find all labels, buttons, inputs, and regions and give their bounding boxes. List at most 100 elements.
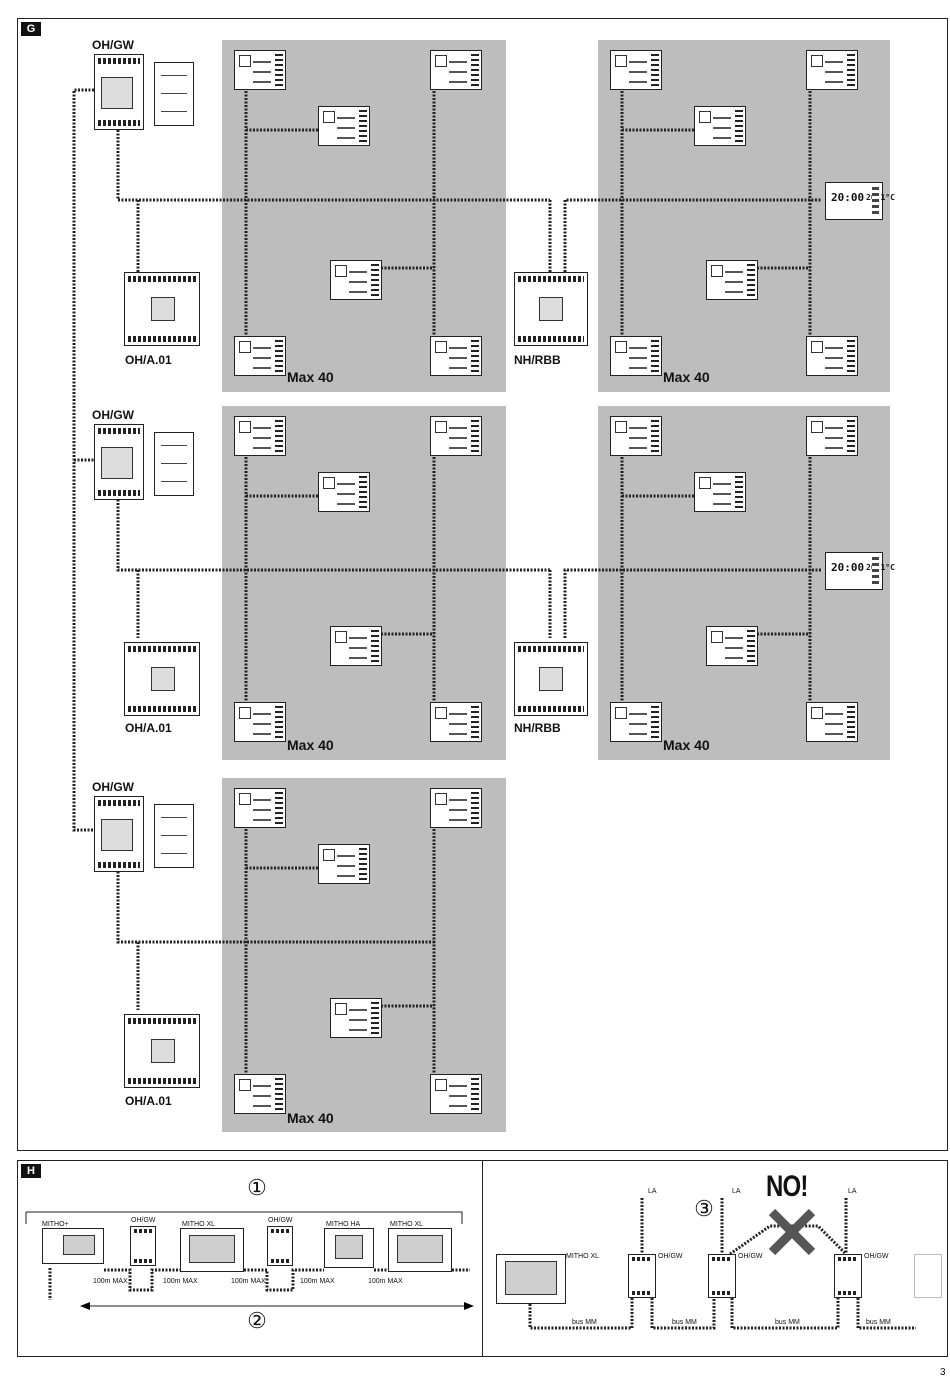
clock-temp: 20.1°C bbox=[866, 193, 895, 202]
bus-wire bbox=[116, 496, 550, 572]
repeater-label-r2: NH/RBB bbox=[514, 721, 561, 735]
actuator-module bbox=[430, 788, 482, 828]
gateway-label-r2: OH/GW bbox=[92, 408, 134, 422]
actuator-module bbox=[694, 472, 746, 512]
actuator-module bbox=[610, 336, 662, 376]
page-number: 3 bbox=[940, 1367, 946, 1378]
actuator-module bbox=[430, 50, 482, 90]
h-right-gw-label-1: OH/GW bbox=[658, 1253, 683, 1260]
amplifier-label-r1: OH/A.01 bbox=[125, 353, 172, 367]
distance-5: 100m MAX bbox=[368, 1278, 403, 1285]
repeater-r2 bbox=[514, 642, 588, 716]
bus-label-4: bus MM bbox=[866, 1319, 891, 1326]
actuator-module bbox=[706, 260, 758, 300]
actuator-module bbox=[610, 702, 662, 742]
actuator-module bbox=[330, 626, 382, 666]
actuator-module bbox=[430, 336, 482, 376]
group-limit-r2-right: Max 40 bbox=[663, 737, 710, 753]
h-right-gateway-1 bbox=[628, 1254, 656, 1298]
gateway-r3 bbox=[94, 796, 144, 872]
riser-wire bbox=[72, 88, 94, 832]
device-label-4: OH/GW bbox=[268, 1217, 293, 1224]
actuator-module bbox=[234, 702, 286, 742]
h-right-gateway-faded bbox=[914, 1254, 942, 1298]
h-bus bbox=[104, 1268, 180, 1292]
gateway-label-r1: OH/GW bbox=[92, 38, 134, 52]
actuator-module bbox=[806, 336, 858, 376]
device-label-1: MITHO+ bbox=[42, 1221, 69, 1228]
figure-g-frame bbox=[17, 18, 948, 1151]
mitho-xl-1 bbox=[180, 1228, 244, 1272]
group-limit-r2-left: Max 40 bbox=[287, 737, 334, 753]
la-label-2: LA bbox=[732, 1188, 741, 1195]
actuator-module bbox=[330, 998, 382, 1038]
h-gateway-1 bbox=[130, 1226, 156, 1266]
device-label-2: OH/GW bbox=[131, 1217, 156, 1224]
bus-wire bbox=[563, 568, 822, 638]
power-supply-r3 bbox=[154, 804, 194, 868]
bus-label-3: bus MM bbox=[775, 1319, 800, 1326]
distance-2: 100m MAX bbox=[163, 1278, 198, 1285]
figure-g-tag: G bbox=[21, 22, 41, 36]
actuator-module bbox=[430, 416, 482, 456]
group-limit-r3: Max 40 bbox=[287, 1110, 334, 1126]
power-supply-r2 bbox=[154, 432, 194, 496]
la-label-1: LA bbox=[648, 1188, 657, 1195]
distance-4: 100m MAX bbox=[300, 1278, 335, 1285]
actuator-module bbox=[234, 1074, 286, 1114]
h-gateway-2 bbox=[267, 1226, 293, 1266]
h-right-gateway-3 bbox=[834, 1254, 862, 1298]
device-label-3: MITHO XL bbox=[182, 1221, 216, 1228]
actuator-module bbox=[706, 626, 758, 666]
clock-temp: 20.1°C bbox=[866, 563, 895, 572]
arrow-left-icon bbox=[80, 1302, 90, 1310]
forbidden-loop-wire bbox=[729, 1224, 848, 1256]
amplifier-label-r2: OH/A.01 bbox=[125, 721, 172, 735]
actuator-module bbox=[318, 472, 370, 512]
actuator-module bbox=[234, 416, 286, 456]
repeater-r1 bbox=[514, 272, 588, 346]
zone-r3-left bbox=[222, 778, 506, 1132]
actuator-module bbox=[806, 50, 858, 90]
h-right-bus bbox=[730, 1298, 840, 1330]
amplifier-label-r3: OH/A.01 bbox=[125, 1094, 172, 1108]
la-label-3: LA bbox=[848, 1188, 857, 1195]
bus-label-2: bus MM bbox=[672, 1319, 697, 1326]
h-right-gateway-2 bbox=[708, 1254, 736, 1298]
actuator-module bbox=[430, 1074, 482, 1114]
actuator-module bbox=[330, 260, 382, 300]
actuator-module bbox=[610, 416, 662, 456]
clock-time: 20:00 bbox=[831, 191, 865, 204]
actuator-module bbox=[234, 788, 286, 828]
power-supply-r1 bbox=[154, 62, 194, 126]
mitho-ha bbox=[324, 1228, 374, 1268]
marker-2: ② bbox=[247, 1308, 267, 1333]
mitho-xl-2 bbox=[388, 1228, 452, 1272]
arrow-right-icon bbox=[464, 1302, 474, 1310]
bus-label-1: bus MM bbox=[572, 1319, 597, 1326]
group-limit-r1-left: Max 40 bbox=[287, 369, 334, 385]
h-bus bbox=[244, 1268, 324, 1292]
actuator-module bbox=[318, 106, 370, 146]
figure-h-divider bbox=[482, 1160, 483, 1357]
bus-wire bbox=[116, 130, 550, 202]
clock-time: 20:00 bbox=[831, 561, 865, 574]
h-right-bus bbox=[528, 1298, 634, 1330]
distance-3: 100m MAX bbox=[231, 1278, 266, 1285]
h-right-monitor bbox=[496, 1254, 566, 1304]
actuator-module bbox=[430, 702, 482, 742]
gateway-label-r3: OH/GW bbox=[92, 780, 134, 794]
mitho-plus-panel bbox=[42, 1228, 104, 1264]
marker-3: ③ bbox=[694, 1196, 714, 1221]
actuator-module bbox=[234, 336, 286, 376]
actuator-module bbox=[318, 844, 370, 884]
group-limit-r1-right: Max 40 bbox=[663, 369, 710, 385]
marker-1: ① bbox=[247, 1175, 267, 1200]
amplifier-r1 bbox=[124, 272, 200, 346]
figure-h-tag: H bbox=[21, 1164, 41, 1178]
amplifier-r3 bbox=[124, 1014, 200, 1088]
amplifier-r2 bbox=[124, 642, 200, 716]
h-right-monitor-label: MITHO XL bbox=[566, 1253, 600, 1260]
